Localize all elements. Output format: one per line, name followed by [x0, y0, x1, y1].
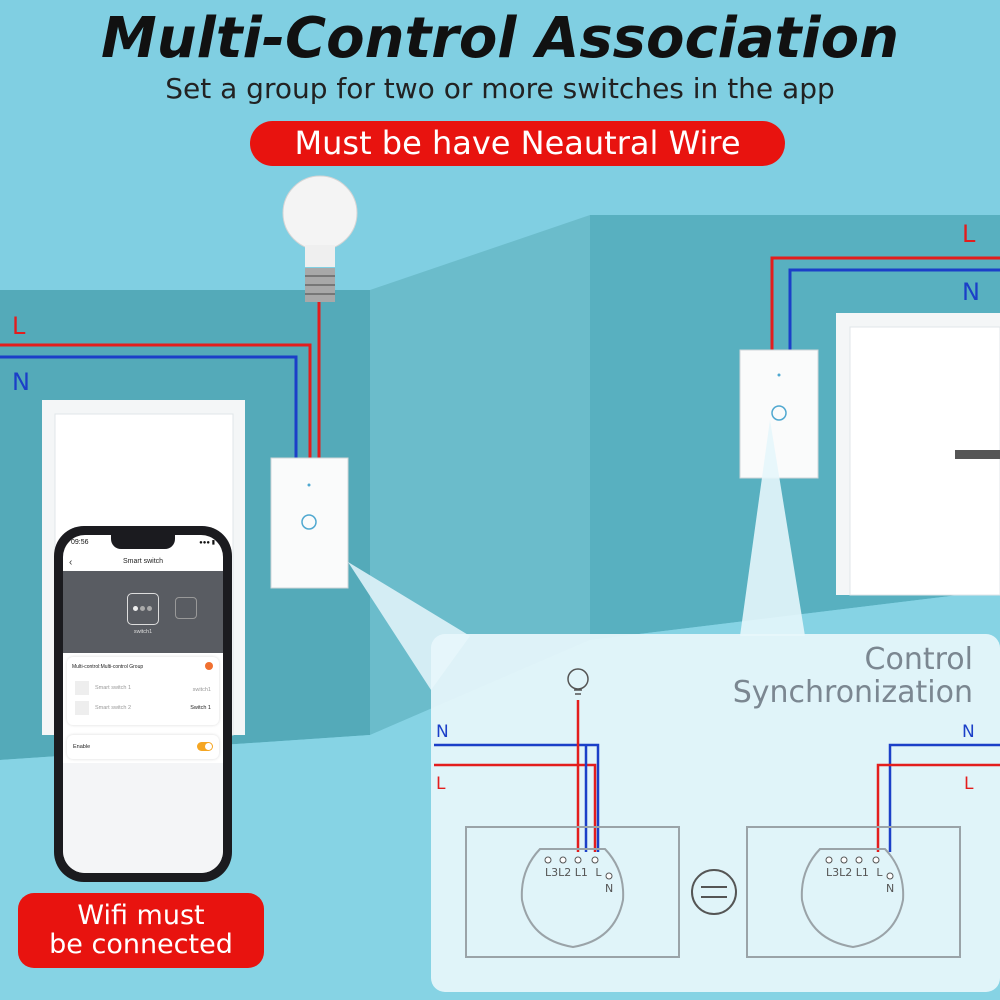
- page-subtitle: Set a group for two or more switches in …: [165, 72, 835, 105]
- control-sync-line1: Control: [864, 642, 973, 677]
- wifi-notice-line1: Wifi must: [77, 900, 205, 931]
- screen-title: Smart switch: [122, 558, 164, 565]
- terminal-n-right: N: [886, 882, 895, 895]
- switch-device-icon[interactable]: [127, 593, 159, 625]
- row-2-name[interactable]: Smart switch 2: [95, 705, 132, 711]
- terminal-l3: L3: [545, 866, 559, 879]
- right-n-wire: [788, 268, 1000, 350]
- right-n-label: N: [962, 278, 980, 306]
- control-sync-label: Control Synchronization: [733, 643, 973, 709]
- terminal-l: L: [876, 866, 883, 879]
- right-l-label: L: [962, 220, 976, 248]
- left-l-label: L: [12, 312, 26, 340]
- switch-device-icon-2[interactable]: [175, 597, 197, 619]
- terminal-l1: L1: [855, 866, 869, 879]
- phone-screen: 09:56 ●●● ▮ ‹ Smart switch switch1 Multi…: [63, 535, 223, 873]
- phone-time: 09:56: [71, 539, 89, 546]
- diagram-right-l: [876, 763, 1000, 852]
- terminal-labels-left: L3L2 L1 L: [545, 866, 602, 879]
- wifi-notice-line2: be connected: [49, 929, 233, 960]
- terminal-l2: L2: [839, 866, 853, 879]
- multi-control-group-card: Multi-control:Multi-control Group Smart …: [67, 657, 219, 725]
- diagram-left-n-label: N: [436, 722, 449, 742]
- left-n-label: N: [12, 368, 30, 396]
- group-title: Multi-control:Multi-control Group: [72, 664, 144, 670]
- diagram-switch-left: [465, 826, 680, 958]
- terminal-l: L: [595, 866, 602, 879]
- bulb-glass: [282, 175, 358, 251]
- phone-notch: [111, 535, 175, 549]
- control-sync-line2: Synchronization: [732, 675, 973, 710]
- device-preview: switch1: [63, 571, 223, 653]
- left-l-wire: [0, 343, 312, 458]
- add-icon[interactable]: [205, 662, 213, 670]
- enable-toggle[interactable]: [197, 742, 213, 751]
- terminal-l3: L3: [826, 866, 840, 879]
- diagram-left-l: [434, 763, 597, 852]
- enable-label: Enable: [73, 744, 91, 750]
- diagram-left-n: [434, 743, 600, 852]
- terminal-labels-right: L3L2 L1 L: [826, 866, 883, 879]
- sync-icon: [691, 869, 737, 915]
- neutral-wire-notice: Must be have Neautral Wire: [250, 121, 785, 166]
- diagram-right-n: [888, 743, 1000, 852]
- page-title: Multi-Control Association: [101, 6, 899, 71]
- phone-empty-area: [63, 763, 223, 873]
- phone-status-icons: ●●● ▮: [199, 540, 215, 546]
- right-l-wire: [770, 256, 1000, 350]
- diagram-right-n-label: N: [962, 722, 975, 742]
- row-1-value[interactable]: switch1: [192, 687, 211, 693]
- diagram-left-l-label: L: [436, 774, 446, 794]
- diagram-box: [431, 634, 1000, 992]
- door-handle: [955, 450, 1000, 459]
- device-label: switch1: [133, 629, 153, 635]
- right-door: [849, 326, 1000, 596]
- diagram-switch-right: [746, 826, 961, 958]
- row-1-name[interactable]: Smart switch 1: [95, 685, 132, 691]
- switch-thumb-icon: [75, 701, 89, 715]
- row-2-value[interactable]: Switch 1: [190, 705, 211, 711]
- enable-row: Enable: [67, 735, 219, 759]
- terminal-l1: L1: [574, 866, 588, 879]
- center-wall: [370, 215, 590, 735]
- terminal-l2: L2: [558, 866, 572, 879]
- diagram-right-l-label: L: [964, 774, 974, 794]
- smartphone: 09:56 ●●● ▮ ‹ Smart switch switch1 Multi…: [54, 526, 232, 882]
- left-n-wire: [0, 355, 298, 458]
- switch-thumb-icon: [75, 681, 89, 695]
- terminal-n-left: N: [605, 882, 614, 895]
- wifi-notice: Wifi must be connected: [18, 893, 264, 968]
- bulb-neck: [305, 245, 335, 267]
- lamp-icon: [567, 668, 589, 690]
- left-switch-panel: [270, 457, 349, 589]
- right-callout-pointer: [740, 420, 805, 636]
- chevron-left-icon[interactable]: ‹: [69, 557, 73, 568]
- right-switch-panel: [739, 349, 819, 479]
